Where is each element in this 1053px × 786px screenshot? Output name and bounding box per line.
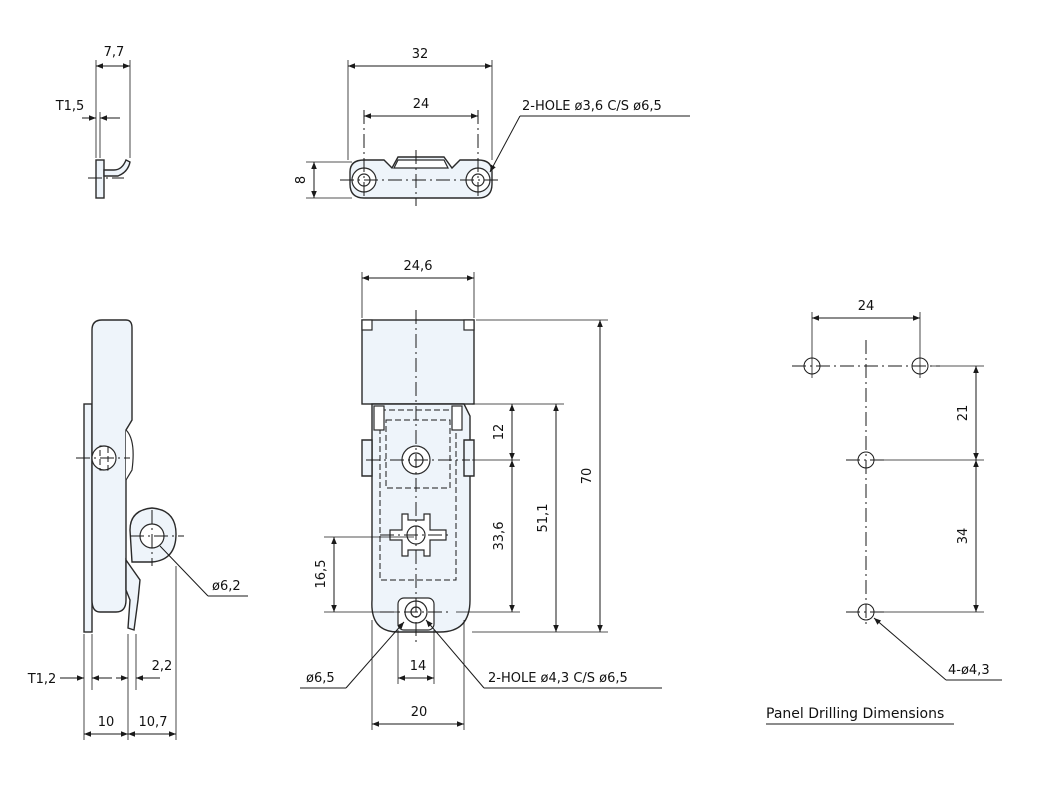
dim-4-43: 4-ø4,3: [948, 663, 990, 678]
top-left-side-view: 7,7 T1,5: [55, 45, 131, 199]
dim-51-1: 51,1: [536, 504, 551, 533]
latch-top-ridge: [393, 159, 449, 169]
dim-8: 8: [294, 176, 309, 184]
plate-profile: [95, 159, 105, 199]
latch-head: [361, 319, 475, 405]
hidden-outline: [379, 409, 457, 581]
left-side-view: ø6,2 T1,2 2,2 10 10,7: [27, 319, 248, 740]
head-notch: [361, 319, 373, 331]
clip: [373, 405, 385, 431]
head-notch: [463, 319, 475, 331]
panel-drilling-caption: Panel Drilling Dimensions: [766, 706, 944, 722]
dim-14: 14: [410, 659, 427, 674]
dim-t1-2: T1,2: [27, 672, 57, 687]
latch-body: [371, 403, 471, 633]
top-center-top-view: 32 24 8 2-HOLE ø3,6 C/S ø6,5: [294, 47, 690, 206]
dim-12: 12: [492, 424, 507, 441]
center-front-view: 24,6 12 33,6 51,1 70 16,5 14 20 ø6,5 2-H…: [300, 259, 662, 730]
dim-2-2: 2,2: [152, 659, 173, 674]
leader-line: [873, 617, 947, 681]
panel-drilling-view: 24 21 34 4-ø4,3 Panel Drilling Dimension…: [766, 299, 1002, 725]
dim-24-top: 24: [413, 97, 430, 112]
dim-70: 70: [580, 468, 595, 485]
dim-2hole-36: 2-HOLE ø3,6 C/S ø6,5: [522, 99, 662, 114]
clip: [451, 405, 463, 431]
side-tab: [463, 439, 475, 477]
side-tab: [361, 439, 373, 477]
leader-line: [345, 621, 405, 689]
hook-tail: [125, 557, 141, 631]
base-plate-profile: [83, 403, 93, 633]
dim-10-7: 10,7: [139, 715, 168, 730]
dim-32: 32: [412, 47, 429, 62]
rivet-hidden: [99, 445, 109, 471]
dim-20: 20: [411, 705, 428, 720]
leader-line: [489, 115, 521, 173]
dim-16-5: 16,5: [314, 560, 329, 589]
hook-profile: [103, 159, 131, 177]
dim-10: 10: [98, 715, 115, 730]
dim-6-2: ø6,2: [212, 579, 241, 594]
dim-21: 21: [956, 405, 971, 422]
dim-7-7: 7,7: [104, 45, 125, 60]
dim-34: 34: [956, 528, 971, 545]
dim-24-6: 24,6: [404, 259, 433, 274]
lever-curve: [125, 429, 134, 481]
leader-line: [425, 619, 485, 689]
dim-24-panel: 24: [858, 299, 875, 314]
dim-33-6: 33,6: [492, 522, 507, 551]
dim-t1-5: T1,5: [55, 99, 85, 114]
dim-6-5: ø6,5: [306, 671, 335, 686]
dim-2hole-43: 2-HOLE ø4,3 C/S ø6,5: [488, 671, 628, 686]
leader-line: [159, 545, 209, 597]
hidden-slot: [385, 419, 451, 489]
